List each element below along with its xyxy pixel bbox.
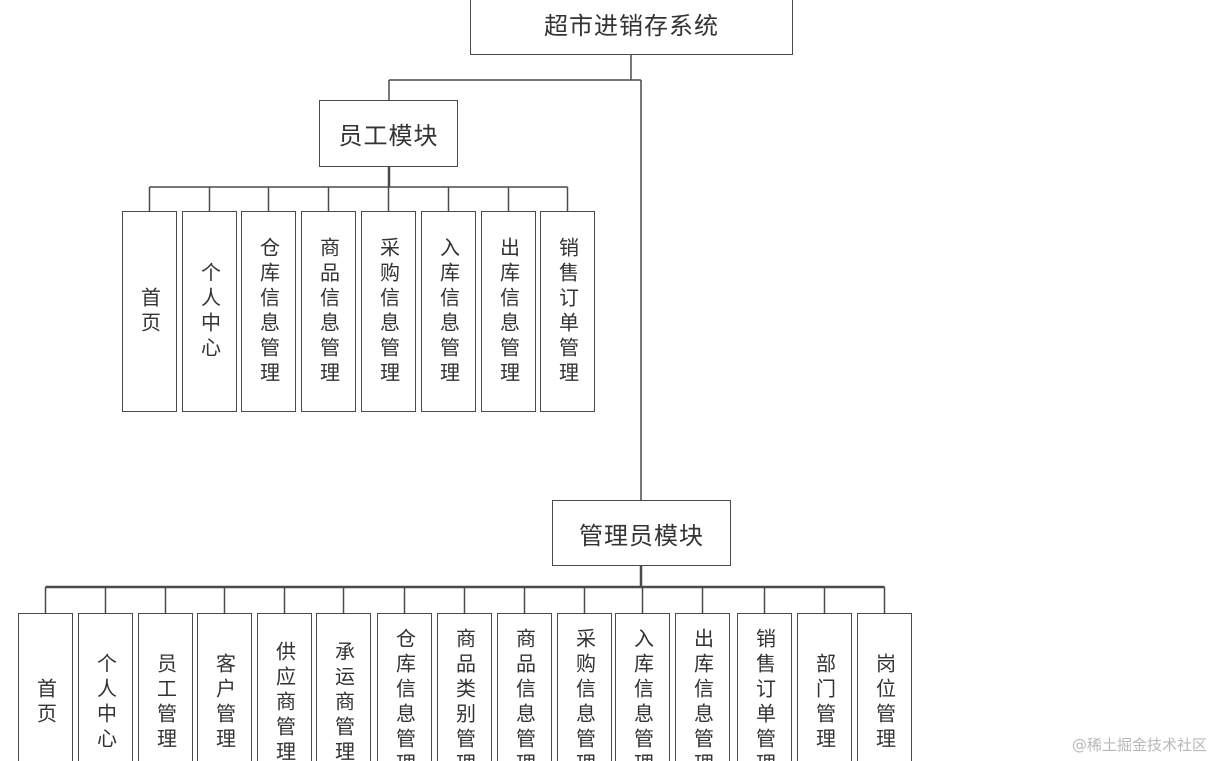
function-label: 商品信息管理 <box>316 236 341 387</box>
root-label: 超市进销存系统 <box>544 12 719 40</box>
module-node-admin: 管理员模块 <box>552 500 731 566</box>
function-box: 承运商管理 <box>316 613 371 761</box>
function-box: 销售订单管理 <box>540 211 595 412</box>
function-label: 个人中心 <box>197 261 222 362</box>
function-box: 个人中心 <box>182 211 237 412</box>
root-node: 超市进销存系统 <box>470 0 793 55</box>
function-box: 商品信息管理 <box>301 211 356 412</box>
function-label: 个人中心 <box>93 653 118 753</box>
function-box: 首页 <box>122 211 177 412</box>
function-label: 出库信息管理 <box>690 628 715 761</box>
function-label: 销售订单管理 <box>752 628 777 761</box>
function-label: 部门管理 <box>812 653 837 753</box>
function-box: 部门管理 <box>797 613 852 761</box>
function-box: 员工管理 <box>138 613 193 761</box>
function-box: 商品信息管理 <box>497 613 552 761</box>
function-box: 仓库信息管理 <box>377 613 432 761</box>
watermark-text: @稀土掘金技术社区 <box>1071 736 1207 754</box>
function-label: 供应商管理 <box>272 640 297 761</box>
function-box: 客户管理 <box>197 613 252 761</box>
function-label: 采购信息管理 <box>376 236 401 387</box>
function-label: 首页 <box>33 678 58 728</box>
function-label: 销售订单管理 <box>555 236 580 387</box>
function-label: 客户管理 <box>212 653 237 753</box>
function-box: 入库信息管理 <box>421 211 476 412</box>
function-box: 商品类别管理 <box>437 613 492 761</box>
function-box: 采购信息管理 <box>361 211 416 412</box>
function-box: 出库信息管理 <box>481 211 536 412</box>
module-label: 管理员模块 <box>579 521 704 550</box>
module-label: 员工模块 <box>338 122 439 150</box>
function-label: 入库信息管理 <box>630 628 655 761</box>
function-label: 承运商管理 <box>331 640 356 761</box>
function-label: 仓库信息管理 <box>256 236 281 387</box>
function-box: 采购信息管理 <box>557 613 612 761</box>
function-box: 仓库信息管理 <box>241 211 296 412</box>
function-label: 首页 <box>137 286 162 337</box>
function-box: 出库信息管理 <box>675 613 730 761</box>
function-label: 入库信息管理 <box>436 236 461 387</box>
function-box: 入库信息管理 <box>615 613 670 761</box>
function-box: 销售订单管理 <box>737 613 792 761</box>
function-label: 仓库信息管理 <box>392 628 417 761</box>
function-label: 员工管理 <box>153 653 178 753</box>
function-box: 供应商管理 <box>257 613 312 761</box>
function-label: 出库信息管理 <box>496 236 521 387</box>
function-label: 采购信息管理 <box>572 628 597 761</box>
function-box: 个人中心 <box>78 613 133 761</box>
module-node-employee: 员工模块 <box>319 100 458 167</box>
function-label: 商品信息管理 <box>512 628 537 761</box>
function-label: 岗位管理 <box>872 653 897 753</box>
function-label: 商品类别管理 <box>452 628 477 761</box>
function-box: 岗位管理 <box>857 613 912 761</box>
function-box: 首页 <box>18 613 73 761</box>
